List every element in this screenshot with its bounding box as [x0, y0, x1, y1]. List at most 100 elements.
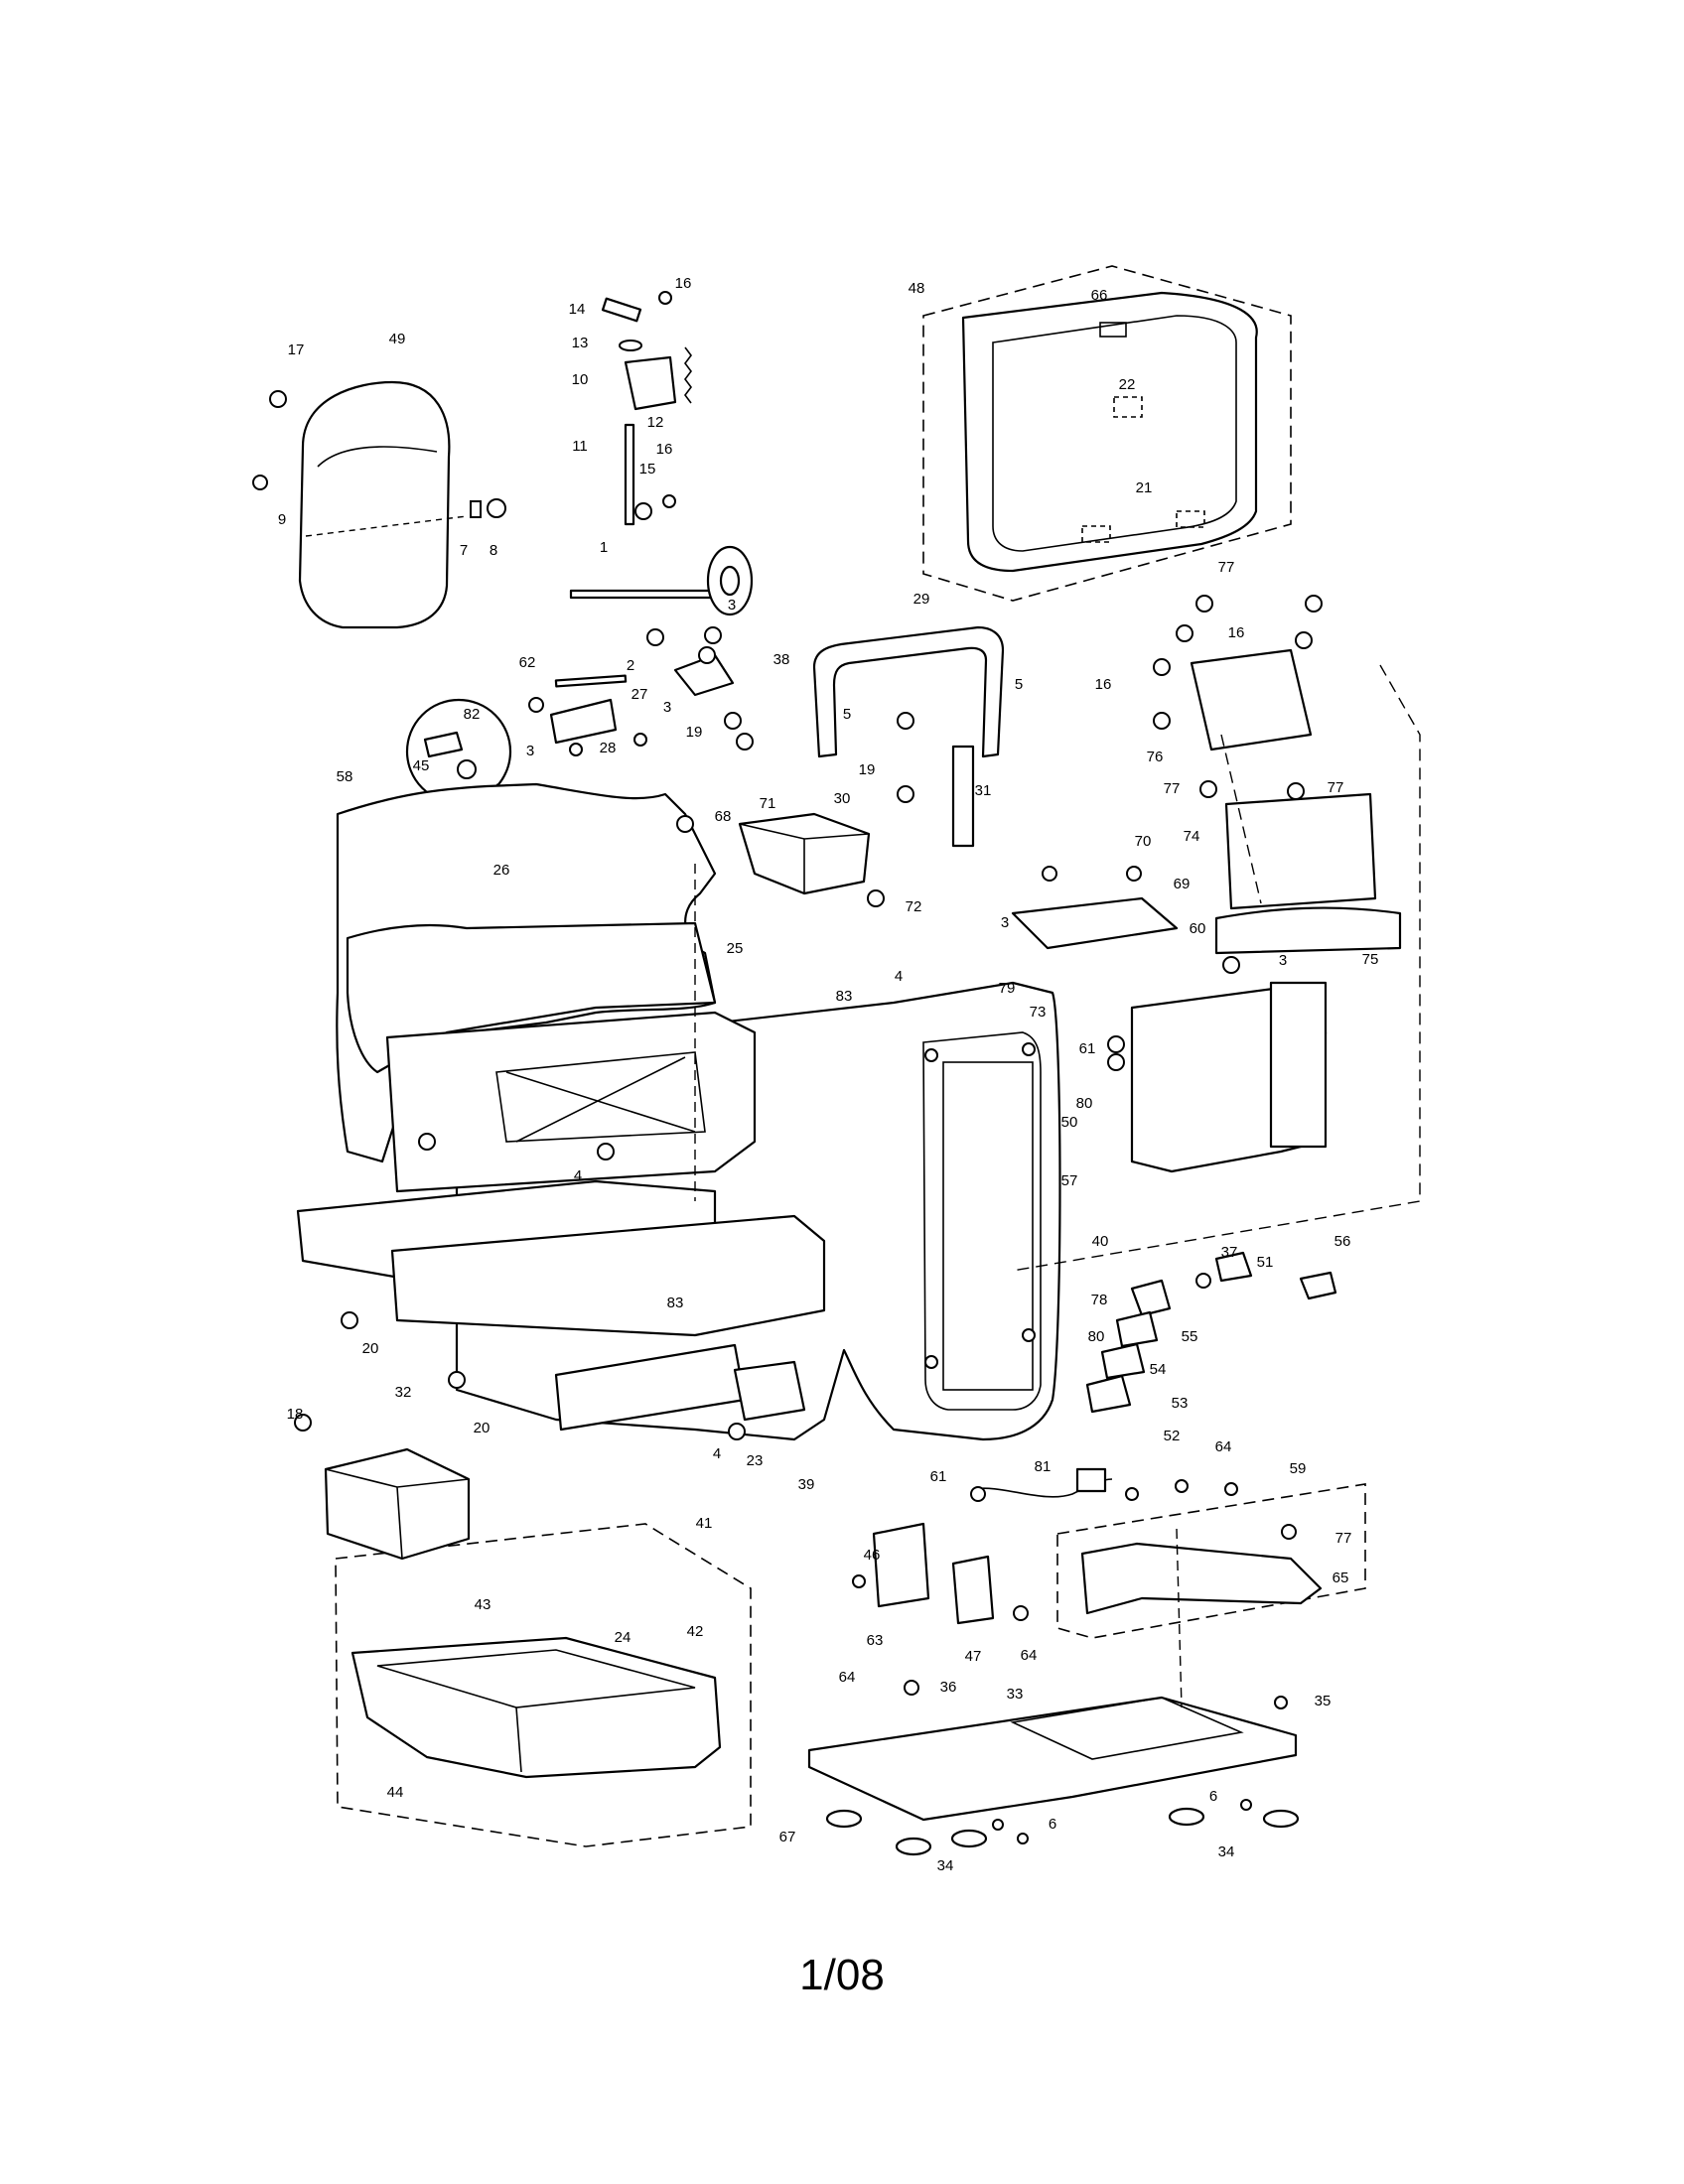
- handle-part: [724, 625, 1005, 848]
- callout-label-83: 83: [836, 988, 853, 1005]
- callout-label-37: 37: [1221, 1244, 1238, 1261]
- callout-label-16: 16: [1228, 624, 1245, 641]
- callout-label-69: 69: [1174, 876, 1191, 892]
- callout-label-46: 46: [864, 1547, 881, 1564]
- callout-label-80: 80: [1076, 1095, 1093, 1112]
- extension-table-part: [351, 1636, 722, 1779]
- callout-label-40: 40: [1092, 1233, 1109, 1250]
- callout-label-19: 19: [859, 761, 876, 778]
- base-plate-part: [807, 1680, 1298, 1822]
- callout-label-10: 10: [572, 371, 589, 388]
- callout-label-33: 33: [1007, 1686, 1024, 1703]
- shaft-part: [569, 545, 754, 616]
- carriage-group-box: [1056, 1483, 1366, 1639]
- callout-label-9: 9: [278, 511, 286, 528]
- callout-label-38: 38: [773, 651, 790, 668]
- callout-label-13: 13: [572, 335, 589, 351]
- end-cover-part: [252, 380, 506, 629]
- circuit-board-part: [1153, 595, 1402, 955]
- callout-label-5: 5: [1015, 676, 1023, 693]
- callout-label-65: 65: [1333, 1570, 1349, 1586]
- knob-set-part: [1085, 1251, 1337, 1414]
- callout-label-23: 23: [747, 1452, 764, 1469]
- callout-label-50: 50: [1061, 1114, 1078, 1131]
- callout-label-35: 35: [1315, 1693, 1332, 1709]
- callout-label-83: 83: [667, 1295, 684, 1311]
- callout-label-28: 28: [600, 740, 617, 756]
- callout-label-29: 29: [913, 591, 930, 608]
- chassis-part: [296, 1011, 826, 1337]
- callout-label-47: 47: [965, 1648, 982, 1665]
- callout-label-82: 82: [464, 706, 481, 723]
- feet-part: [825, 1799, 1300, 1856]
- callout-label-77: 77: [1164, 780, 1181, 797]
- callout-label-16: 16: [1095, 676, 1112, 693]
- callout-label-48: 48: [909, 280, 925, 297]
- top-cover-part: [961, 291, 1258, 573]
- callout-label-27: 27: [632, 686, 648, 703]
- callout-label-58: 58: [337, 768, 353, 785]
- tension-assembly-part: [601, 291, 692, 526]
- callout-label-7: 7: [460, 542, 468, 559]
- callout-label-66: 66: [1091, 287, 1108, 304]
- callout-label-4: 4: [713, 1445, 721, 1462]
- callout-label-59: 59: [1290, 1460, 1307, 1477]
- callout-label-64: 64: [1021, 1647, 1038, 1664]
- callout-label-64: 64: [839, 1669, 856, 1686]
- callout-label-42: 42: [687, 1623, 704, 1640]
- callout-label-76: 76: [1147, 749, 1164, 765]
- callout-label-72: 72: [906, 898, 922, 915]
- callout-label-6: 6: [1209, 1788, 1217, 1805]
- alignment-lines: [694, 664, 1421, 1708]
- callout-label-57: 57: [1061, 1172, 1078, 1189]
- lower-rail-part: [341, 1311, 806, 1440]
- callout-label-34: 34: [1218, 1843, 1235, 1860]
- callout-label-62: 62: [519, 654, 536, 671]
- callout-label-20: 20: [474, 1420, 491, 1436]
- callout-label-4: 4: [574, 1167, 582, 1184]
- callout-label-41: 41: [696, 1515, 713, 1532]
- cover-group-box: [922, 265, 1292, 602]
- motor-box-part: [294, 1414, 471, 1561]
- callout-label-11: 11: [572, 438, 588, 455]
- callout-label-43: 43: [475, 1596, 491, 1613]
- callout-label-3: 3: [728, 597, 736, 614]
- callout-label-77: 77: [1218, 559, 1235, 576]
- callout-label-6: 6: [1049, 1816, 1056, 1833]
- callout-label-3: 3: [1279, 952, 1287, 969]
- callout-label-4: 4: [895, 968, 903, 985]
- callout-label-3: 3: [526, 743, 534, 759]
- bracket-cluster-part: [528, 626, 735, 756]
- carriage-arm-part: [1080, 1479, 1323, 1615]
- callout-label-79: 79: [999, 980, 1016, 997]
- callout-label-26: 26: [493, 862, 510, 879]
- callout-label-31: 31: [975, 782, 992, 799]
- callout-label-18: 18: [287, 1406, 304, 1423]
- callout-label-75: 75: [1362, 951, 1379, 968]
- page-number: 1/08: [799, 1951, 885, 1999]
- callout-label-20: 20: [362, 1340, 379, 1357]
- callout-label-53: 53: [1172, 1395, 1189, 1412]
- callout-label-22: 22: [1119, 376, 1136, 393]
- callout-label-67: 67: [779, 1829, 796, 1845]
- callout-label-60: 60: [1190, 920, 1206, 937]
- callout-label-16: 16: [675, 275, 692, 292]
- callout-label-2: 2: [627, 657, 634, 674]
- callout-label-12: 12: [647, 414, 664, 431]
- wiring-harness-part: [852, 1467, 1113, 1625]
- callout-label-64: 64: [1215, 1438, 1232, 1455]
- callout-label-30: 30: [834, 790, 851, 807]
- control-box-part: [1107, 956, 1328, 1173]
- extension-table-group-box: [335, 1523, 752, 1847]
- callout-label-71: 71: [760, 795, 776, 812]
- callout-label-56: 56: [1334, 1233, 1351, 1250]
- callout-label-77: 77: [1328, 779, 1344, 796]
- callout-label-8: 8: [490, 542, 497, 559]
- callout-label-16: 16: [656, 441, 673, 458]
- callout-label-61: 61: [1079, 1040, 1096, 1057]
- callout-label-19: 19: [686, 724, 703, 741]
- callout-label-52: 52: [1164, 1428, 1181, 1444]
- callout-label-54: 54: [1150, 1361, 1167, 1378]
